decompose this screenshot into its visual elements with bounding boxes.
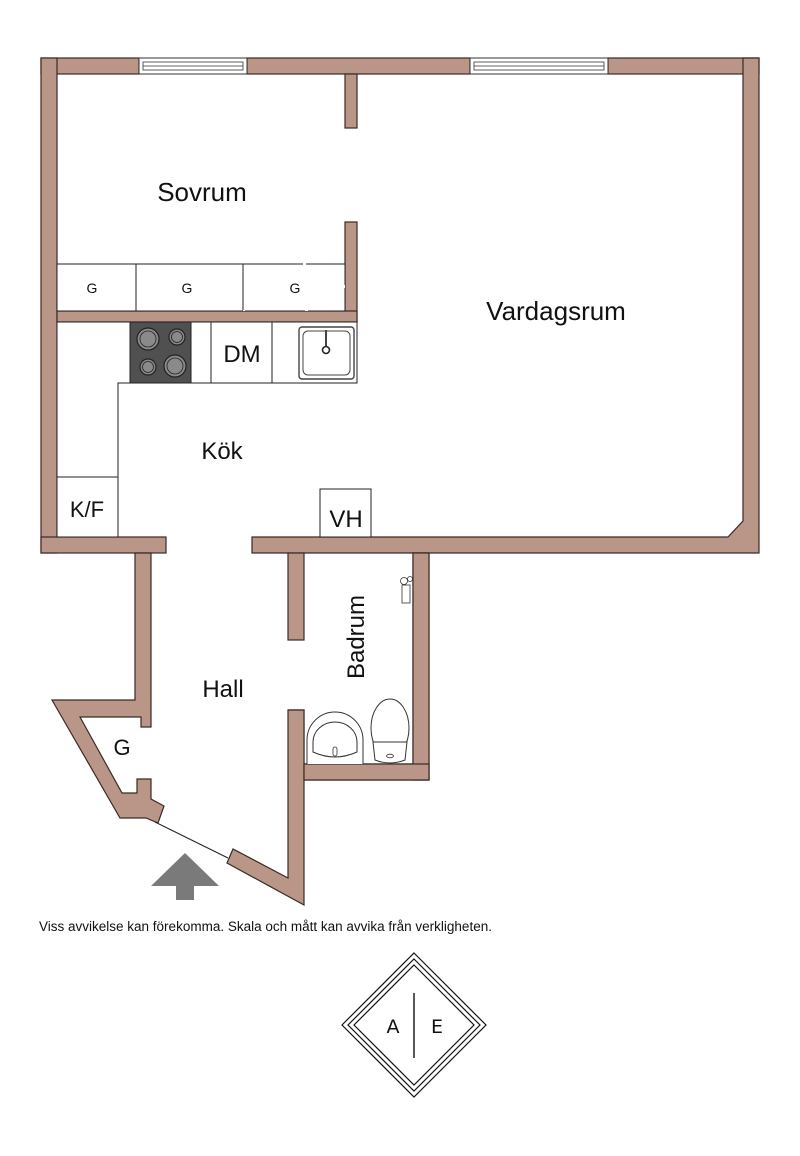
logo-ae: A E: [341, 952, 487, 1098]
wall-entrance-right: [226, 709, 305, 907]
wall-hall-left: [50, 552, 165, 824]
kitchen-sink-icon: [298, 326, 355, 380]
logo-letter-a: A: [387, 1016, 400, 1038]
wall-top-middle: [246, 57, 471, 75]
closet-label: G: [87, 280, 98, 296]
walls: [40, 57, 760, 907]
stove-icon: [129, 321, 192, 384]
closet-label: G: [182, 280, 193, 296]
dishwasher-label: DM: [223, 341, 260, 368]
room-label-sovrum: Sovrum: [157, 177, 247, 207]
disclaimer-text: Viss avvikelse kan förekomma. Skala och …: [39, 919, 492, 934]
washbasin-icon: [306, 711, 364, 764]
fridge-freezer: [56, 476, 119, 538]
entrance-arrow-icon: [151, 853, 219, 900]
wall-bathroom-right: [412, 552, 430, 781]
dishwasher: [210, 321, 273, 384]
window-icon: [138, 57, 248, 75]
toilet-icon: [370, 698, 410, 764]
shower-icon: [400, 576, 413, 604]
entrance-door: [154, 821, 229, 859]
wall-top-right: [607, 57, 760, 75]
wall-bottom-left: [40, 536, 167, 554]
wall-hall-pillar: [287, 552, 305, 641]
closet-row: G G G: [56, 263, 346, 312]
washbasin-vh-label: VH: [329, 506, 362, 533]
fridge-freezer-label: K/F: [70, 497, 104, 522]
hall-closet-label: G: [113, 735, 130, 760]
wall-left: [40, 57, 58, 554]
closet-label: G: [290, 280, 301, 296]
wall-partition-lower: [344, 221, 358, 323]
window-icon: [469, 57, 609, 75]
wall-sovrum-kitchen: [56, 310, 358, 323]
room-label-hall: Hall: [202, 676, 243, 703]
kitchen-counter: K/F DM: [56, 321, 358, 538]
room-label-kok: Kök: [201, 438, 243, 465]
wall-right: [251, 57, 760, 554]
wall-partition-upper: [344, 73, 358, 129]
logo-letter-e: E: [431, 1016, 443, 1038]
washbasin-vh: [319, 488, 372, 538]
wall-bathroom-bottom: [303, 763, 430, 781]
room-label-badrum: Badrum: [343, 595, 370, 679]
room-label-vardagsrum: Vardagsrum: [486, 296, 626, 326]
